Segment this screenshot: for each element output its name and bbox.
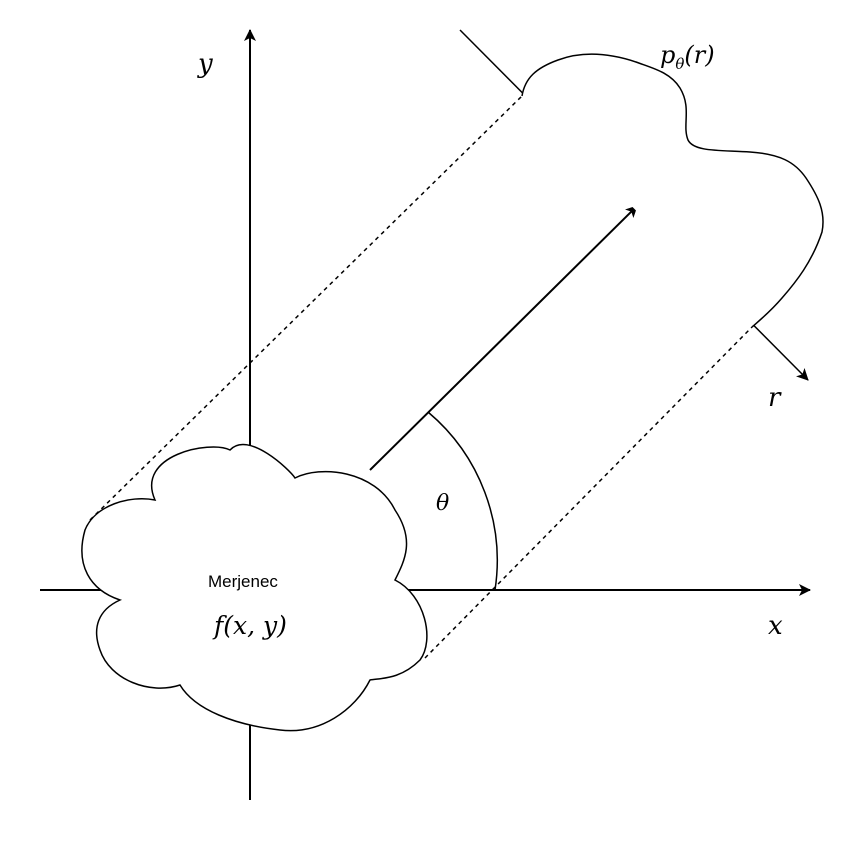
x-axis-label: x [768,611,783,641]
y-axis-label: y [197,49,213,79]
object-name-label: Merjenec [208,572,278,591]
projection-label-sub: θ [675,55,684,73]
angle-label: θ [436,491,449,516]
r-axis-label: r [768,383,782,413]
direction-vector-arrow [369,205,638,471]
projection-label-arg: (r) [684,41,714,69]
object-cloud [81,443,428,732]
projection-profile-curve [521,53,824,328]
projection-ray-lower [424,326,753,659]
angle-arc [427,411,498,591]
projection-label: pθ(r) [660,41,715,73]
projection-label-p: p [660,41,675,69]
projection-ray-upper [89,95,523,521]
object-function-label: f(x, y) [212,611,287,640]
